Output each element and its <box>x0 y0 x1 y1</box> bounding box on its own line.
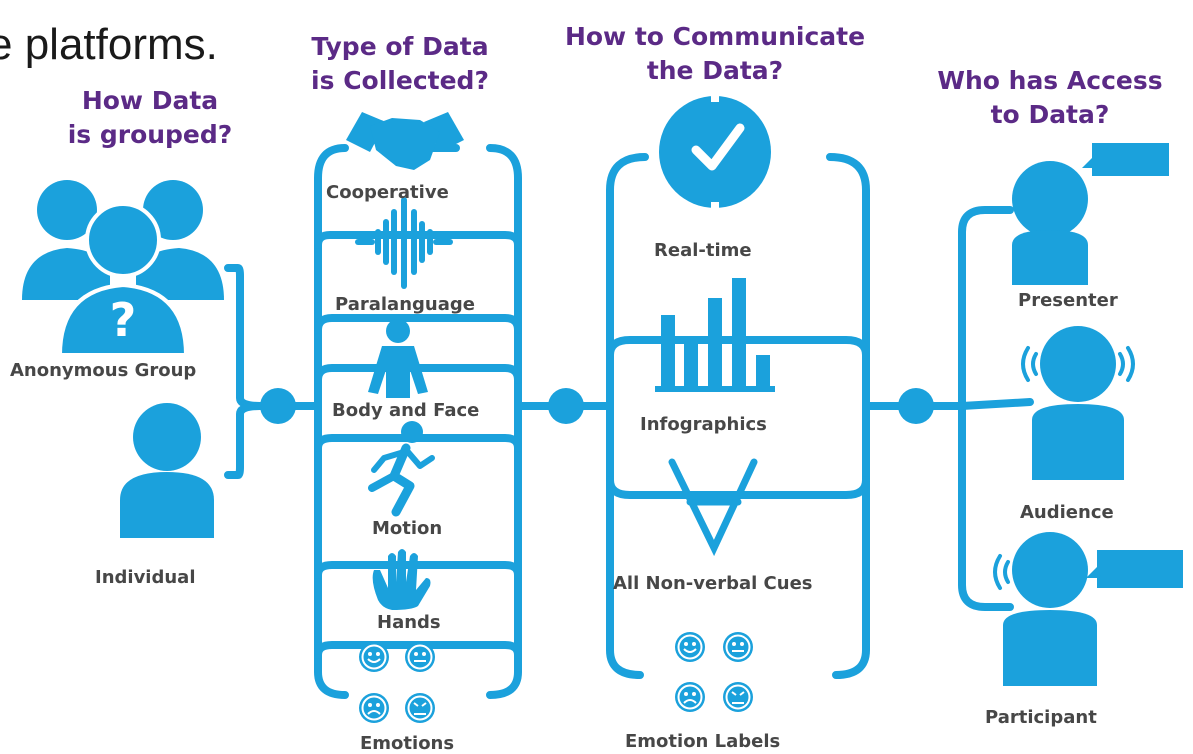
heading-access-line1: Who has Access <box>937 66 1163 95</box>
top-caption: e platforms. <box>0 20 218 69</box>
label-body-and-face: Body and Face <box>332 400 480 421</box>
label-anonymous-group: Anonymous Group <box>10 360 197 381</box>
heading-grouping-line2: is grouped? <box>67 120 233 149</box>
label-individual: Individual <box>95 567 196 588</box>
label-participant: Participant <box>985 707 1097 728</box>
person-icon <box>1003 532 1097 686</box>
for-all-symbol-icon <box>668 458 758 557</box>
access-frame <box>958 206 1034 611</box>
person-icon <box>1012 161 1088 285</box>
group-icon <box>22 180 224 357</box>
heading-data-type-line2: is Collected? <box>311 66 489 95</box>
grouping-node <box>260 388 296 424</box>
sound-wave-icon <box>355 197 453 289</box>
label-emotion-labels: Emotion Labels <box>625 731 781 752</box>
label-real-time: Real-time <box>654 240 752 261</box>
bar-chart-icon <box>655 278 775 392</box>
hand-icon <box>372 549 431 610</box>
heading-data-type: Type of Data is Collected? <box>280 30 520 98</box>
label-infographics: Infographics <box>640 414 767 435</box>
emoji-face-icon <box>358 641 436 724</box>
heading-grouping-line1: How Data <box>81 86 219 115</box>
heading-communicate-line1: How to Communicate <box>564 22 866 51</box>
emoji-face-icon <box>674 631 754 713</box>
grouping-connectors <box>224 264 322 479</box>
heading-grouping: How Data is grouped? <box>40 84 260 152</box>
heading-access: Who has Access to Data? <box>920 64 1180 132</box>
heading-communicate: How to Communicate the Data? <box>545 20 885 88</box>
sound-waves-icon <box>1021 346 1135 382</box>
question-mark-icon: ? <box>110 293 137 347</box>
label-emotions: Emotions <box>360 733 455 754</box>
label-motion: Motion <box>372 518 443 539</box>
communicate-node <box>898 388 934 424</box>
clock-icon <box>659 92 771 212</box>
heading-data-type-line1: Type of Data <box>311 32 489 61</box>
handshake-icon <box>346 112 464 170</box>
heading-communicate-line2: the Data? <box>646 56 784 85</box>
person-icon <box>120 403 214 538</box>
data-type-node <box>548 388 584 424</box>
heading-access-line2: to Data? <box>990 100 1110 129</box>
speech-bubble-icon <box>1086 550 1183 588</box>
person-icon <box>1032 326 1124 480</box>
speech-bubble-icon <box>1082 143 1169 176</box>
label-hands: Hands <box>377 612 441 633</box>
label-paralanguage: Paralanguage <box>335 294 475 315</box>
label-all-non-verbal-cues: All Non-verbal Cues <box>613 573 813 594</box>
label-presenter: Presenter <box>1018 290 1118 311</box>
body-icon <box>368 319 428 398</box>
sound-waves-icon <box>993 554 1010 590</box>
label-audience: Audience <box>1020 502 1114 523</box>
label-cooperative: Cooperative <box>326 182 449 203</box>
running-icon <box>368 421 435 517</box>
